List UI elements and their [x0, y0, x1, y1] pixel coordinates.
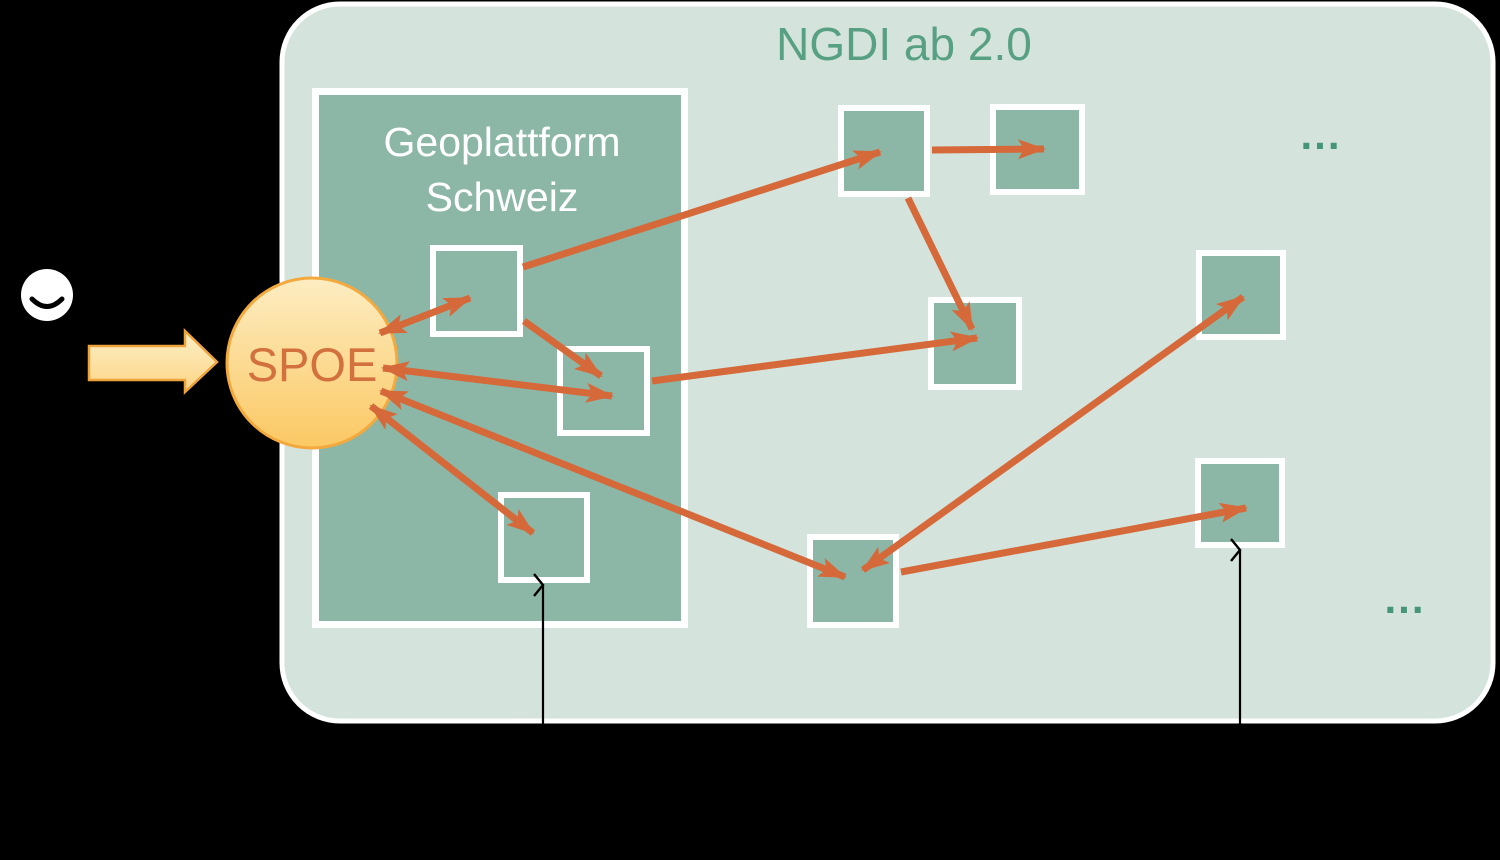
- edge-geo-node-1-geo-node-2: [521, 318, 604, 379]
- shapes-layer: [21, 1, 1496, 727]
- geoplattform-label-line2: Schweiz: [426, 174, 579, 220]
- ellipsis-top-right: ...: [1300, 111, 1341, 158]
- ngdi-node-6: [1195, 458, 1285, 548]
- edge-geo-node-1-ngdi-node-1: [521, 148, 882, 271]
- spoe-label: SPOE: [247, 338, 378, 391]
- ngdi-title: NGDI ab 2.0: [776, 18, 1032, 70]
- ellipsis-bottom-right: ...: [1384, 575, 1425, 622]
- edge-ngdi-node-5-ngdi-node-6: [900, 502, 1248, 576]
- edge-spoe-ngdi-node-5: [379, 387, 847, 581]
- edge-ngdi-node-1-ngdi-node-2: [931, 139, 1046, 160]
- geoplattform-label-line1: Geoplattform: [384, 119, 621, 165]
- geo-node-1: [430, 245, 523, 337]
- user-smiley-icon: [21, 269, 73, 321]
- geo-node-3: [498, 492, 590, 583]
- user-input-arrow-icon: [87, 328, 219, 395]
- edge-spoe-geo-node-1: [378, 294, 472, 337]
- smiley-mouth: [29, 296, 65, 309]
- ngdi-node-1: [838, 105, 930, 197]
- ngdi-node-5: [807, 534, 899, 628]
- edge-ngdi-node-5-ngdi-node-4: [860, 294, 1246, 573]
